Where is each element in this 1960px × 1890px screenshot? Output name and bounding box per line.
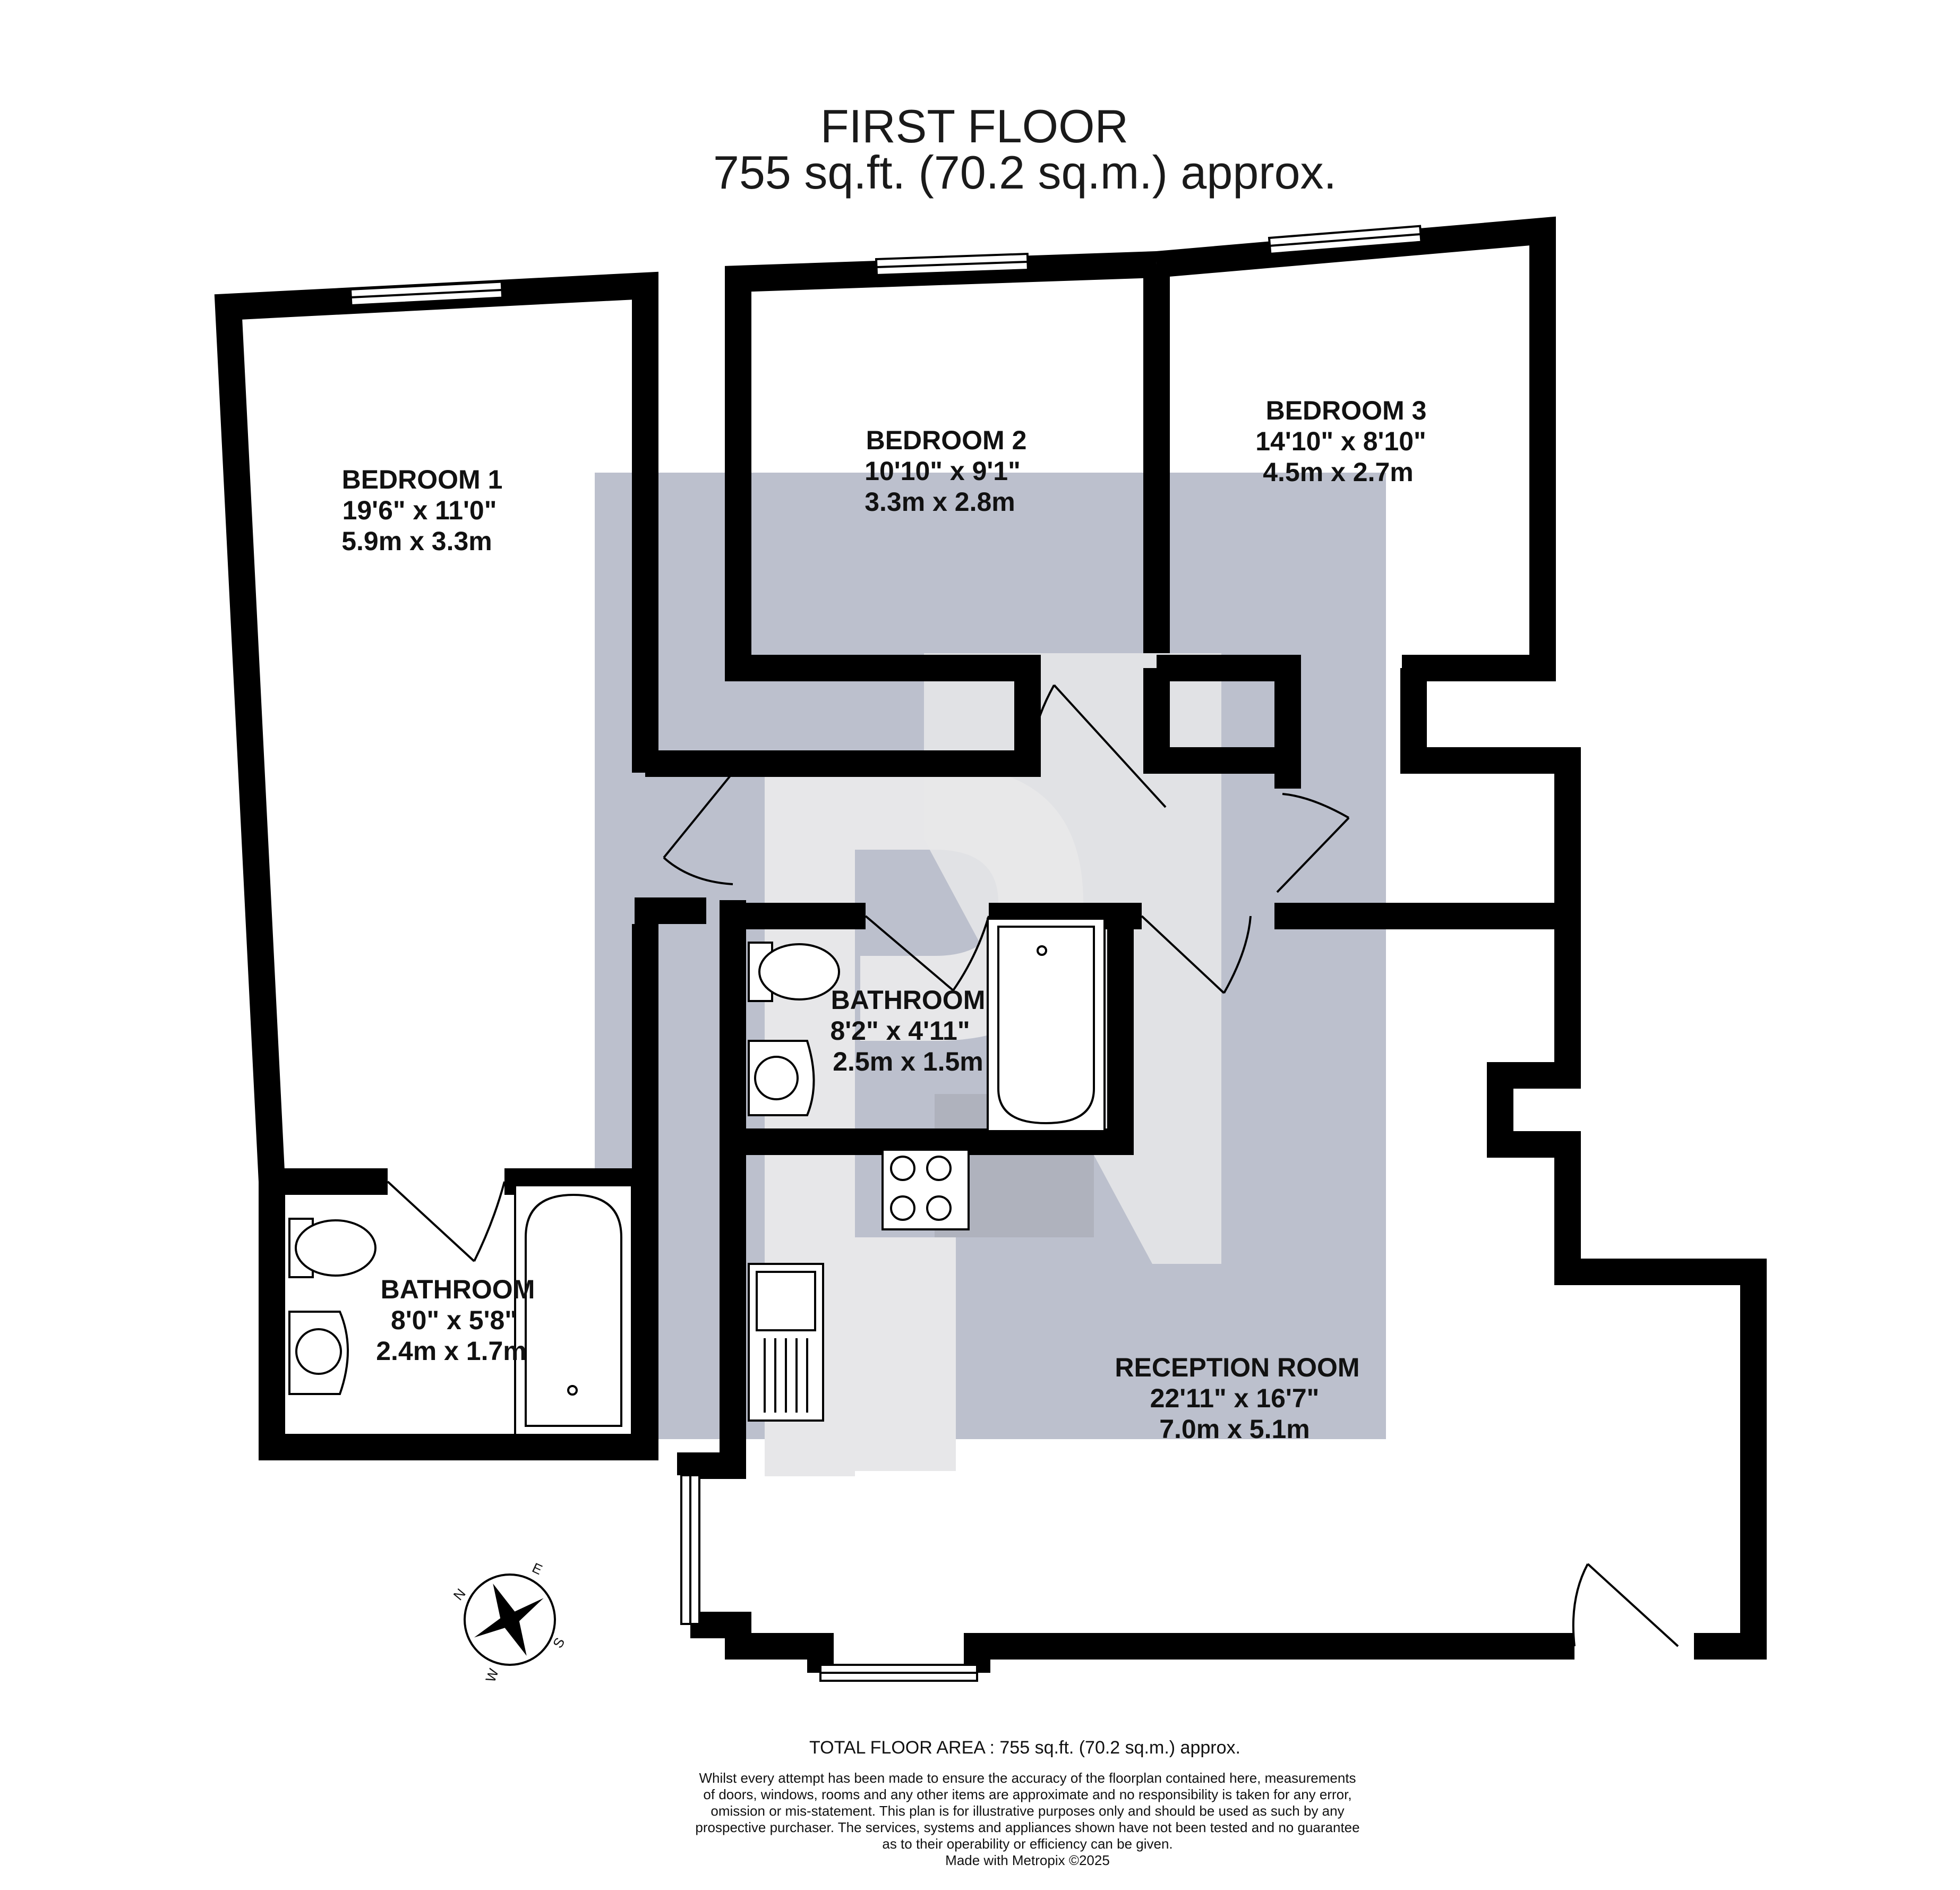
floor-title: FIRST FLOOR (820, 100, 1128, 152)
bathroom-main-fixtures (748, 918, 1106, 1132)
svg-text:5.9m x 3.3m: 5.9m x 3.3m (341, 526, 492, 556)
room-label-reception-room: RECEPTION ROOM 22'11" x 16'7" 7.0m x 5.1… (1115, 1353, 1359, 1444)
compass-north: N (450, 1585, 469, 1603)
svg-text:19'6" x 11'0": 19'6" x 11'0" (343, 495, 497, 525)
room-label-bedroom-3: BEDROOM 3 14'10" x 8'10" 4.5m x 2.7m (1255, 396, 1426, 487)
room-label-bathroom-main: BATHROOM 8'2" x 4'11" 2.5m x 1.5m (830, 985, 985, 1076)
bathroom-ensuite-fixtures (288, 1184, 633, 1436)
svg-text:4.5m x 2.7m: 4.5m x 2.7m (1263, 457, 1414, 487)
total-floor-area: TOTAL FLOOR AREA : 755 sq.ft. (70.2 sq.m… (809, 1738, 1240, 1758)
disclaimer-line: Whilst every attempt has been made to en… (699, 1770, 1356, 1786)
floor-area-heading: 755 sq.ft. (70.2 sq.m.) approx. (713, 146, 1337, 199)
disclaimer-line: as to their operability or efficiency ca… (882, 1836, 1172, 1852)
room-label-bedroom-2: BEDROOM 2 10'10" x 9'1" 3.3m x 2.8m (865, 425, 1026, 517)
svg-text:2.5m x 1.5m: 2.5m x 1.5m (833, 1047, 983, 1076)
hob (881, 1149, 970, 1230)
metropix-credit: Made with Metropix ©2025 (945, 1852, 1110, 1868)
svg-text:22'11" x 16'7": 22'11" x 16'7" (1150, 1383, 1320, 1413)
svg-text:RECEPTION ROOM: RECEPTION ROOM (1115, 1353, 1359, 1382)
compass-east: E (530, 1560, 545, 1578)
room-label-bathroom-ensuite: BATHROOM 8'0" x 5'8" 2.4m x 1.7m (376, 1275, 535, 1366)
svg-text:3.3m x 2.8m: 3.3m x 2.8m (865, 487, 1015, 517)
room-label-bedroom-1: BEDROOM 1 19'6" x 11'0" 5.9m x 3.3m (341, 465, 502, 556)
footer: TOTAL FLOOR AREA : 755 sq.ft. (70.2 sq.m… (695, 1738, 1359, 1868)
svg-text:14'10" x 8'10": 14'10" x 8'10" (1255, 426, 1426, 456)
room-labels: BEDROOM 1 19'6" x 11'0" 5.9m x 3.3m BEDR… (341, 396, 1426, 1444)
basin (748, 1040, 815, 1116)
windows (349, 225, 1423, 1682)
compass: N E S W (450, 1560, 568, 1684)
svg-text:7.0m x 5.1m: 7.0m x 5.1m (1159, 1414, 1310, 1444)
disclaimer-line: of doors, windows, rooms and any other i… (703, 1786, 1351, 1802)
compass-south: S (550, 1635, 568, 1650)
compass-west: W (482, 1666, 502, 1684)
svg-text:BATHROOM: BATHROOM (831, 985, 986, 1015)
svg-text:2.4m x 1.7m: 2.4m x 1.7m (376, 1336, 527, 1366)
disclaimer-line: omission or mis-statement. This plan is … (711, 1803, 1344, 1819)
disclaimer-line: prospective purchaser. The services, sys… (695, 1819, 1359, 1835)
svg-text:BEDROOM 2: BEDROOM 2 (866, 425, 1027, 455)
svg-text:BEDROOM 1: BEDROOM 1 (342, 465, 503, 494)
svg-text:BEDROOM 3: BEDROOM 3 (1266, 396, 1427, 425)
doors (387, 684, 1679, 1647)
svg-text:8'0" x 5'8": 8'0" x 5'8" (391, 1305, 517, 1335)
kitchen-fixtures (748, 1149, 970, 1422)
basin (288, 1311, 349, 1395)
svg-text:8'2" x 4'11": 8'2" x 4'11" (830, 1016, 970, 1046)
svg-text:BATHROOM: BATHROOM (381, 1275, 535, 1304)
svg-text:10'10" x 9'1": 10'10" x 9'1" (865, 456, 1021, 486)
